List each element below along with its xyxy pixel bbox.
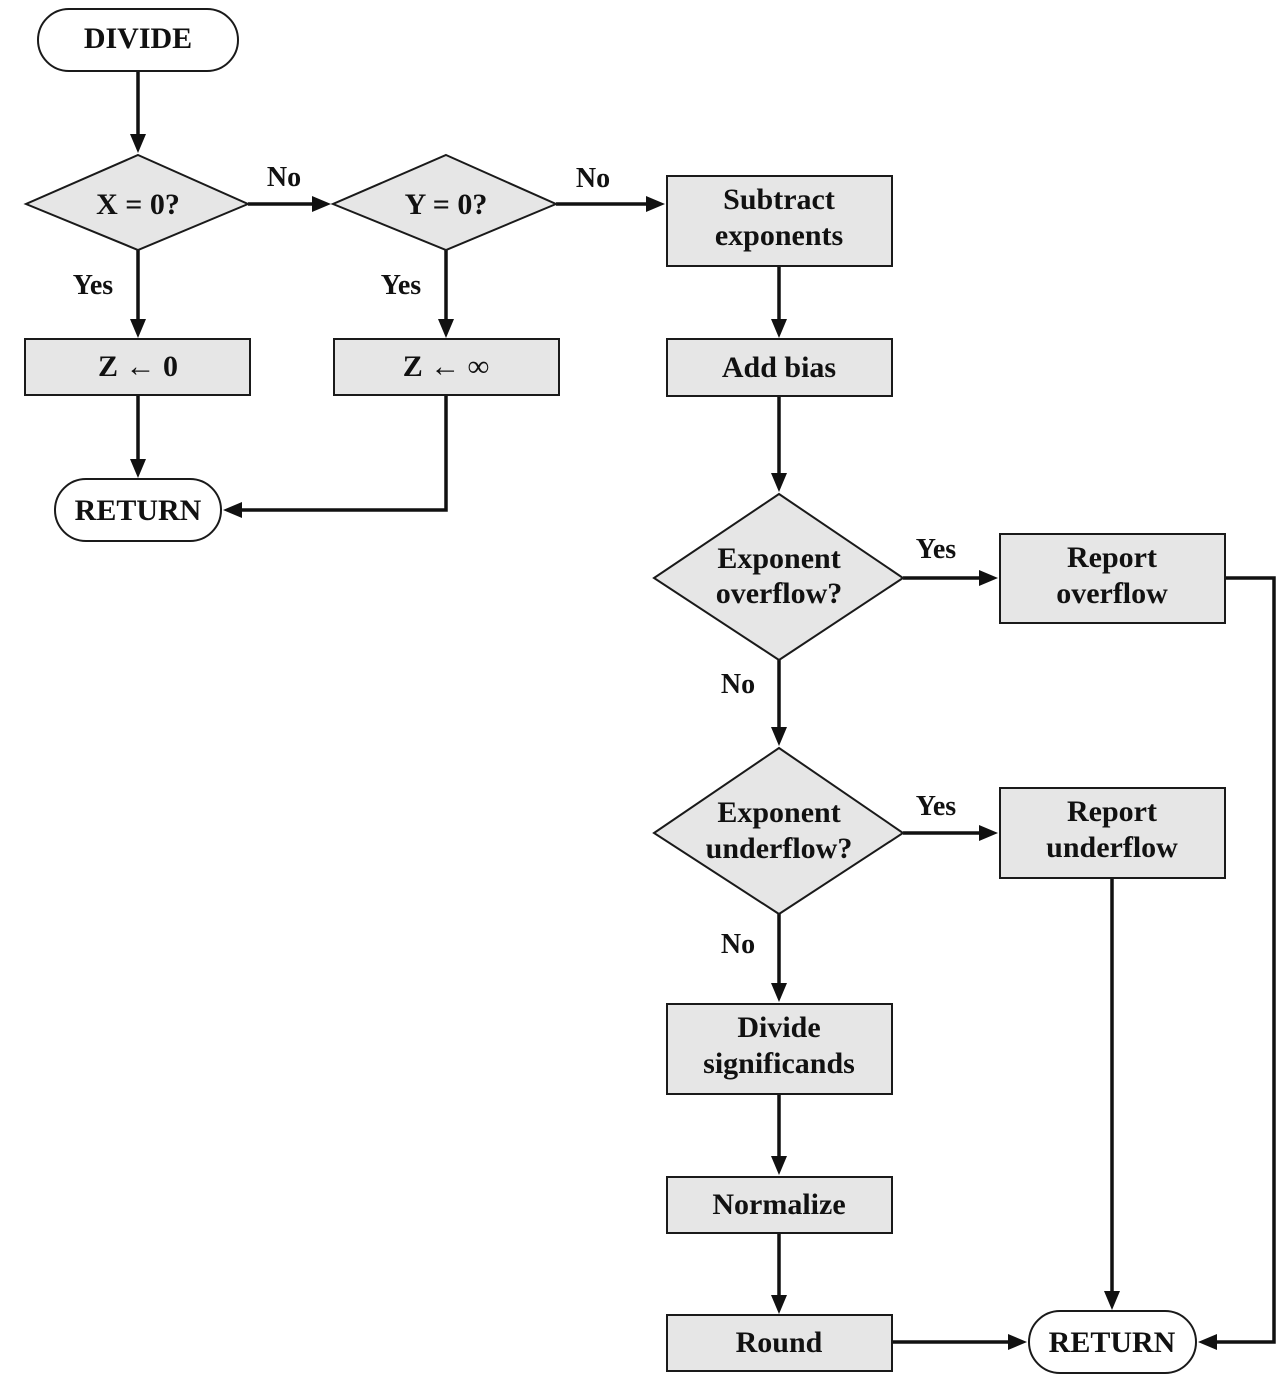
label-x-yes: Yes xyxy=(73,270,114,301)
underflow-line-1: Exponent xyxy=(717,796,840,829)
label-overflow-no: No xyxy=(721,669,755,700)
overflow-line-1: Exponent xyxy=(717,542,840,575)
process-round: Round xyxy=(666,1314,893,1372)
label-x-no: No xyxy=(267,162,301,193)
arrowhead xyxy=(771,319,787,338)
add-bias-label: Add bias xyxy=(722,351,836,384)
report-underflow-line-1: Report xyxy=(1067,795,1157,828)
arrowhead xyxy=(979,570,998,586)
decision-exponent-underflow: Exponent underflow? xyxy=(652,746,905,916)
arrowhead xyxy=(979,825,998,841)
report-overflow-line-1: Report xyxy=(1067,541,1157,574)
return-terminal-left: RETURN xyxy=(54,478,222,542)
arrowhead xyxy=(438,319,454,338)
arrowhead xyxy=(130,459,146,478)
normalize-label: Normalize xyxy=(712,1188,845,1221)
decision-exponent-overflow: Exponent overflow? xyxy=(652,492,905,662)
process-add-bias: Add bias xyxy=(666,338,893,397)
arrowhead xyxy=(130,319,146,338)
start-terminal: DIVIDE xyxy=(37,8,239,72)
arrowhead xyxy=(1008,1334,1027,1350)
arrowhead xyxy=(312,196,331,212)
return-right-label: RETURN xyxy=(1049,1326,1176,1359)
decision-y-zero-label: Y = 0? xyxy=(405,188,488,221)
arrowhead xyxy=(223,502,242,518)
label-underflow-yes: Yes xyxy=(916,791,957,822)
divide-sig-line-1: Divide xyxy=(737,1011,820,1044)
report-underflow-line-2: underflow xyxy=(1046,831,1178,864)
divide-sig-line-2: significands xyxy=(703,1047,855,1080)
process-z-infinity-label: Z ← ∞ xyxy=(403,350,489,383)
arrowhead xyxy=(130,134,146,153)
subtract-line-2: exponents xyxy=(715,219,843,252)
arrowhead xyxy=(771,983,787,1002)
process-subtract-exponents: Subtract exponents xyxy=(666,175,893,267)
report-overflow-line-2: overflow xyxy=(1056,577,1168,610)
label-overflow-yes: Yes xyxy=(916,534,957,565)
decision-x-zero: X = 0? xyxy=(23,153,251,252)
start-label: DIVIDE xyxy=(84,22,192,55)
edge-labels: No Yes No Yes Yes No Yes No xyxy=(73,162,957,960)
arrowhead xyxy=(646,196,665,212)
underflow-line-2: underflow? xyxy=(706,832,853,865)
edge-report-overflow-to-return xyxy=(1213,576,1276,1344)
arrowhead xyxy=(771,473,787,492)
process-divide-significands: Divide significands xyxy=(666,1003,893,1095)
arrowhead xyxy=(771,1295,787,1314)
return-terminal-right: RETURN xyxy=(1028,1310,1197,1374)
process-report-underflow: Report underflow xyxy=(999,787,1226,879)
process-report-overflow: Report overflow xyxy=(999,533,1226,624)
round-label: Round xyxy=(736,1326,823,1359)
decision-y-zero: Y = 0? xyxy=(330,153,559,252)
arrowhead xyxy=(1198,1334,1217,1350)
label-y-yes: Yes xyxy=(381,270,422,301)
arrowhead xyxy=(771,1156,787,1175)
label-underflow-no: No xyxy=(721,929,755,960)
return-left-label: RETURN xyxy=(75,494,202,527)
decision-x-zero-label: X = 0? xyxy=(96,188,180,221)
arrowhead xyxy=(771,727,787,746)
edges xyxy=(130,71,1276,1350)
process-z-infinity: Z ← ∞ xyxy=(333,338,560,396)
nodes: DIVIDE X = 0? Y = 0? Z ← 0 Z ← ∞ RETURN xyxy=(23,8,1226,1374)
edge-zinf-to-return xyxy=(238,395,448,512)
arrowhead xyxy=(1104,1291,1120,1310)
label-y-no: No xyxy=(576,163,610,194)
overflow-line-2: overflow? xyxy=(716,577,843,610)
process-normalize: Normalize xyxy=(666,1176,893,1234)
process-z-zero: Z ← 0 xyxy=(24,338,251,396)
subtract-line-1: Subtract xyxy=(723,183,835,216)
process-z-zero-label: Z ← 0 xyxy=(98,350,178,383)
